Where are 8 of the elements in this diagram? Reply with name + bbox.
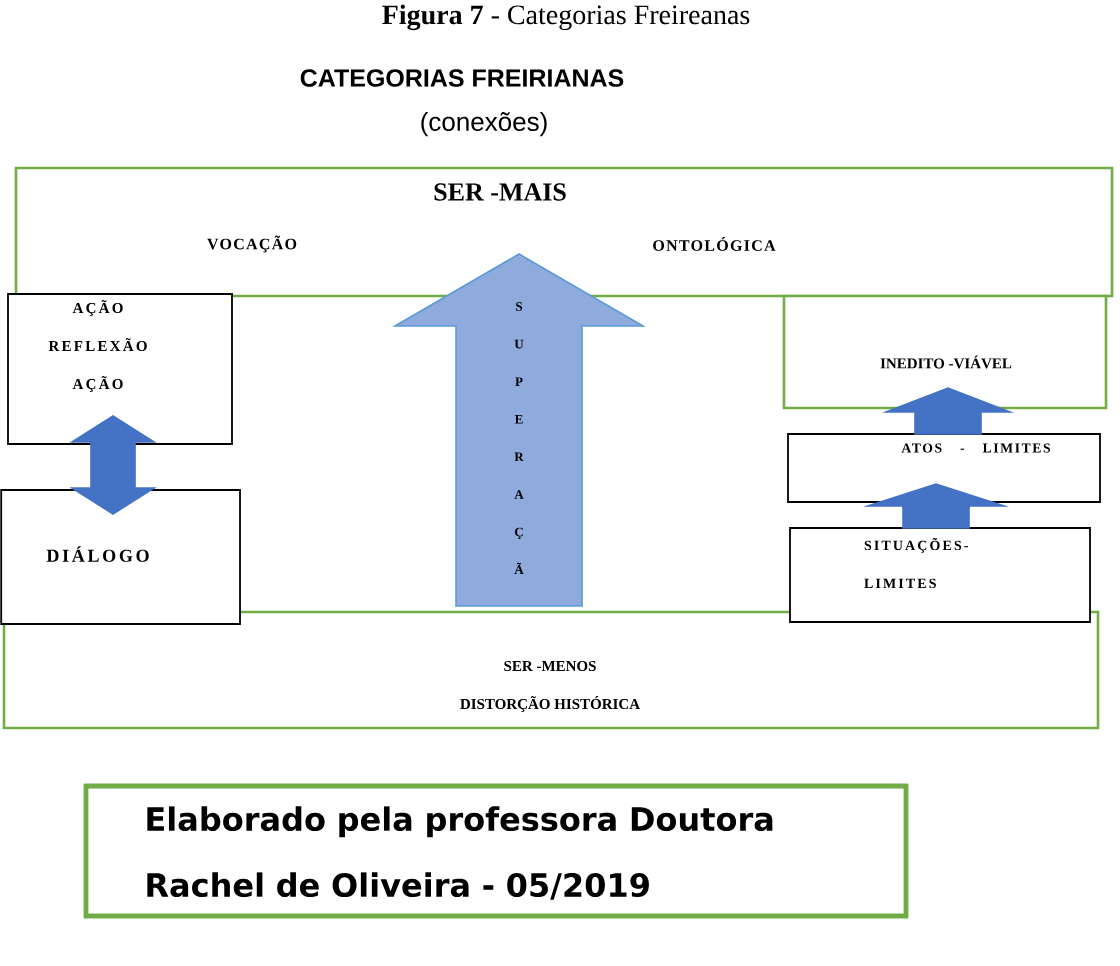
block-arrow <box>862 483 1010 529</box>
block-arrow <box>881 387 1015 435</box>
subtitle: (conexões) <box>421 111 547 137</box>
diagram-title: CATEGORIAS FREIRIANAS <box>300 69 624 87</box>
credit-box: Elaborado pela professora Doutora Rachel de Oliveira - 05/2019 <box>83 783 909 919</box>
figure-caption: Figura 7 - Categorias Freireanas <box>382 4 750 31</box>
category-box: DIÁLOGO <box>0 489 241 625</box>
double-block-arrow <box>69 415 157 515</box>
